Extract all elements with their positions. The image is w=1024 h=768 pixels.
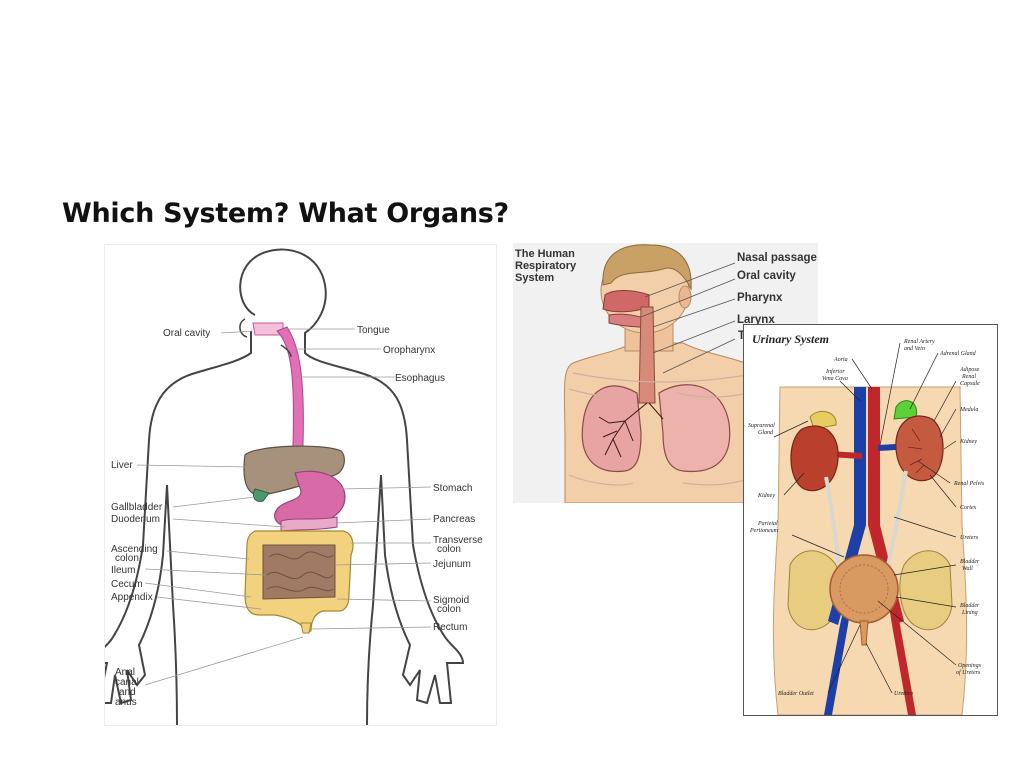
label-bladder-outlet: Bladder Outlet bbox=[778, 691, 814, 697]
label-larynx: Larynx bbox=[737, 314, 775, 326]
label-oropharynx: Oropharynx bbox=[383, 345, 435, 356]
label-renal-artery: Renal Artery bbox=[903, 339, 935, 345]
label-sigmoid-colon: colon bbox=[437, 604, 461, 615]
label-cecum: Cecum bbox=[111, 579, 143, 590]
label-adrenal-gland: Adrenal Gland bbox=[939, 351, 977, 357]
label-pancreas: Pancreas bbox=[433, 514, 475, 525]
urinary-title: Urinary System bbox=[752, 332, 829, 346]
label-bladder-wall-2: Wall bbox=[962, 566, 973, 572]
kidney-left-shape bbox=[790, 425, 839, 492]
label-peritoneum: Peritoneum bbox=[749, 528, 779, 534]
label-bladder-lining-2: Lining bbox=[961, 610, 978, 616]
body-outline bbox=[105, 248, 465, 725]
label-liver: Liver bbox=[111, 460, 133, 471]
label-gallbladder: Gallbladder bbox=[111, 502, 163, 513]
label-duodenum: Duodenum bbox=[111, 514, 160, 525]
respiratory-illustration: The Human Respiratory System Nasal passa… bbox=[515, 244, 817, 503]
aorta-shape bbox=[868, 387, 904, 625]
label-stomach: Stomach bbox=[433, 483, 472, 494]
label-kidney-right-side: Kidney bbox=[959, 439, 977, 445]
urinary-system-diagram: Urinary System Renal Artery and Vein Aor… bbox=[743, 324, 998, 716]
label-transverse-colon: colon bbox=[437, 544, 461, 555]
label-sigmoid: Sigmoid bbox=[433, 595, 469, 606]
label-parietal: Parietal bbox=[757, 521, 778, 527]
label-anal: Anal bbox=[115, 667, 135, 678]
label-transverse: Transverse bbox=[433, 535, 483, 546]
label-inferior: Inferior bbox=[825, 368, 845, 375]
label-anal-and: and bbox=[119, 687, 136, 698]
respiratory-title-line3: System bbox=[515, 272, 554, 284]
label-adipose-capsule: Capsule bbox=[960, 381, 980, 387]
label-anal-anus: anus bbox=[115, 697, 137, 708]
label-suprarenal: Suprarenal bbox=[748, 423, 775, 429]
small-intestine-shape bbox=[262, 544, 336, 600]
respiratory-title-line2: Respiratory bbox=[515, 260, 577, 272]
label-trachea-partial: T bbox=[738, 330, 745, 342]
label-bladder-lining: Bladder bbox=[960, 603, 980, 609]
label-ascending-colon: colon bbox=[115, 553, 139, 564]
label-ascending: Ascending bbox=[111, 544, 158, 555]
label-adipose-renal: Renal bbox=[961, 374, 976, 380]
label-cortex: Cortex bbox=[960, 505, 977, 511]
slide-title: Which System? What Organs? bbox=[62, 198, 509, 229]
label-ureters: Ureters bbox=[960, 535, 979, 541]
label-rectum: Rectum bbox=[433, 622, 467, 633]
label-nasal-passage: Nasal passage bbox=[737, 252, 817, 264]
digestive-system-diagram: Oral cavity Tongue Oropharynx Esophagus … bbox=[104, 244, 497, 726]
label-renal-artery-vein: and Vein bbox=[904, 346, 925, 352]
digestive-illustration: Oral cavity Tongue Oropharynx Esophagus … bbox=[105, 248, 483, 725]
label-bladder-wall: Bladder bbox=[960, 559, 980, 565]
vena-cava-shape bbox=[828, 387, 866, 625]
label-aorta: Aorta bbox=[833, 357, 848, 363]
label-kidney-left-side: Kidney bbox=[757, 493, 775, 499]
label-appendix: Appendix bbox=[111, 592, 153, 603]
label-urethra: Urethra bbox=[894, 691, 913, 697]
urinary-illustration: Urinary System Renal Artery and Vein Aor… bbox=[748, 332, 985, 715]
label-resp-oral-cavity: Oral cavity bbox=[737, 270, 796, 282]
label-jejunum: Jejunum bbox=[433, 559, 471, 570]
label-tongue: Tongue bbox=[357, 325, 390, 336]
label-openings-ureters: of Ureters bbox=[956, 669, 981, 676]
label-oral-cavity: Oral cavity bbox=[163, 328, 210, 339]
label-ileum: Ileum bbox=[111, 565, 135, 576]
label-adipose: Adipose bbox=[959, 367, 980, 373]
label-suprarenal-gland: Gland bbox=[758, 430, 774, 436]
label-medula: Medula bbox=[959, 407, 978, 413]
respiratory-title-line1: The Human bbox=[515, 248, 575, 260]
label-pharynx: Pharynx bbox=[737, 292, 783, 304]
label-openings: Openings bbox=[958, 663, 982, 669]
label-vena-cava: Vena Cava bbox=[822, 376, 848, 382]
label-esophagus: Esophagus bbox=[395, 373, 445, 384]
label-anal-canal: canal bbox=[115, 677, 139, 688]
label-renal-pelvis: Renal Pelvis bbox=[953, 481, 985, 487]
